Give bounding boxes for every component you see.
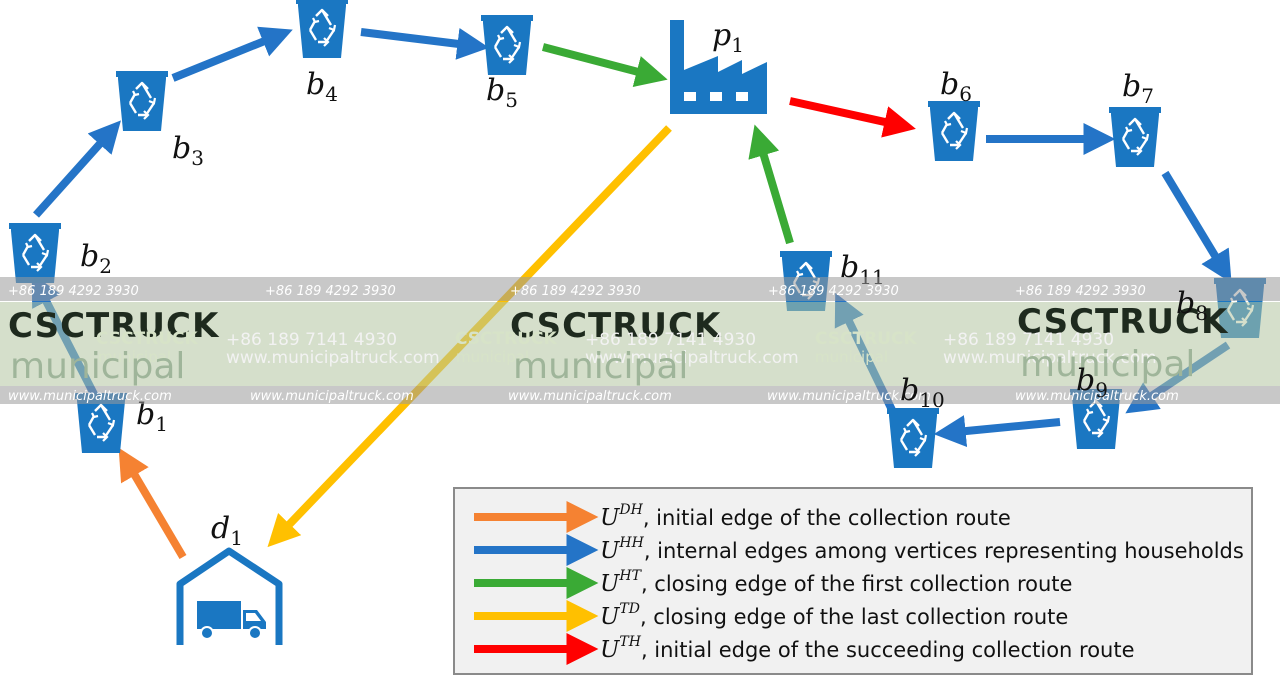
edge-d1-b1	[118, 447, 187, 560]
edge-b9-b10	[933, 415, 1061, 448]
watermark-phone: +86 189 4292 3930	[510, 284, 641, 299]
node-label-b2: b2	[80, 239, 112, 278]
watermark-url: www.municipaltruck.com	[250, 389, 414, 404]
watermark-url: www.municipaltruck.com	[226, 348, 440, 368]
watermark-phone: +86 189 4292 3930	[768, 284, 899, 299]
edge-b3-b4	[171, 26, 293, 82]
watermark-brand: CSCTRUCK	[1017, 302, 1229, 342]
watermark-sub: municipal	[10, 346, 185, 387]
watermark-brand: CSCTRUCK	[815, 329, 917, 349]
node-label-b9: b9	[1076, 363, 1108, 402]
watermark-phone: +86 189 4292 3930	[1015, 284, 1146, 299]
watermark-sub: municipal	[1020, 344, 1195, 385]
watermark-phone: +86 189 4292 3930	[265, 284, 396, 299]
node-label-b3: b3	[172, 131, 204, 170]
edge-b7-b8	[1161, 170, 1232, 284]
recycle-bin-icon-b3	[114, 69, 170, 133]
recycle-bin-icon-b7	[1107, 105, 1163, 169]
watermark-brand: CSCTRUCK	[455, 329, 557, 349]
legend-label-hh: UHH, internal edges among vertices repre…	[600, 535, 1244, 564]
edge-b5-p1	[541, 43, 668, 88]
watermark-url: www.municipaltruck.com	[508, 389, 672, 404]
node-label-b7: b7	[1122, 69, 1154, 108]
watermark-brand: CSCTRUCK	[510, 306, 722, 346]
depot-truck-icon	[176, 547, 283, 645]
watermark-phone: +86 189 4292 3930	[8, 284, 139, 299]
node-label-p1: p1	[712, 18, 744, 57]
legend-label-th: UTH, initial edge of the succeeding coll…	[600, 634, 1135, 663]
legend-label-ht: UHT, closing edge of the first collectio…	[600, 568, 1072, 597]
node-label-b1: b1	[136, 397, 168, 436]
edge-b4-b5	[360, 27, 490, 60]
watermark-sub: municipal	[513, 346, 688, 387]
node-label-b6: b6	[940, 67, 972, 106]
watermark-phone: +86 189 7141 4930	[585, 330, 756, 350]
legend-label-td: UTD, closing edge of the last collection…	[600, 601, 1068, 630]
edge-p1-b6	[789, 97, 916, 138]
legend-label-dh: UDH, initial edge of the collection rout…	[600, 502, 1011, 531]
watermark-brand: CSCTRUCK	[8, 306, 220, 346]
watermark-sub: municipal	[456, 348, 529, 366]
node-label-d1: d1	[211, 511, 243, 550]
node-label-b5: b5	[486, 73, 518, 112]
edge-b11-p1	[748, 124, 794, 245]
node-label-b10: b10	[900, 373, 945, 412]
watermark-sub: municipal	[98, 348, 171, 366]
watermark-url: www.municipaltruck.com	[767, 389, 931, 404]
watermark: +86 189 4292 3930 +86 189 4292 3930 +86 …	[0, 277, 1280, 404]
edge-b2-b3	[33, 120, 121, 218]
recycle-bin-icon-b2	[7, 221, 63, 285]
node-label-b8: b8	[1176, 286, 1208, 325]
watermark-url: www.municipaltruck.com	[8, 389, 172, 404]
recycle-bin-icon-b5	[479, 13, 535, 77]
watermark-url: www.municipaltruck.com	[585, 348, 799, 368]
watermark-phone: +86 189 7141 4930	[226, 330, 397, 350]
recycle-bin-icon-b4	[294, 0, 350, 60]
watermark-sub: municipal	[815, 348, 888, 366]
legend: UDH, initial edge of the collection rout…	[453, 487, 1253, 675]
recycle-bin-icon-b10	[885, 406, 941, 470]
watermark-phone: +86 189 7141 4930	[943, 330, 1114, 350]
watermark-url: www.municipaltruck.com	[943, 348, 1157, 368]
watermark-url: www.municipaltruck.com	[1015, 389, 1179, 404]
factory-icon	[670, 20, 767, 114]
watermark-brand: CSCTRUCK	[96, 329, 198, 349]
recycle-bin-icon-b6	[926, 99, 982, 163]
node-label-b4: b4	[306, 67, 338, 106]
